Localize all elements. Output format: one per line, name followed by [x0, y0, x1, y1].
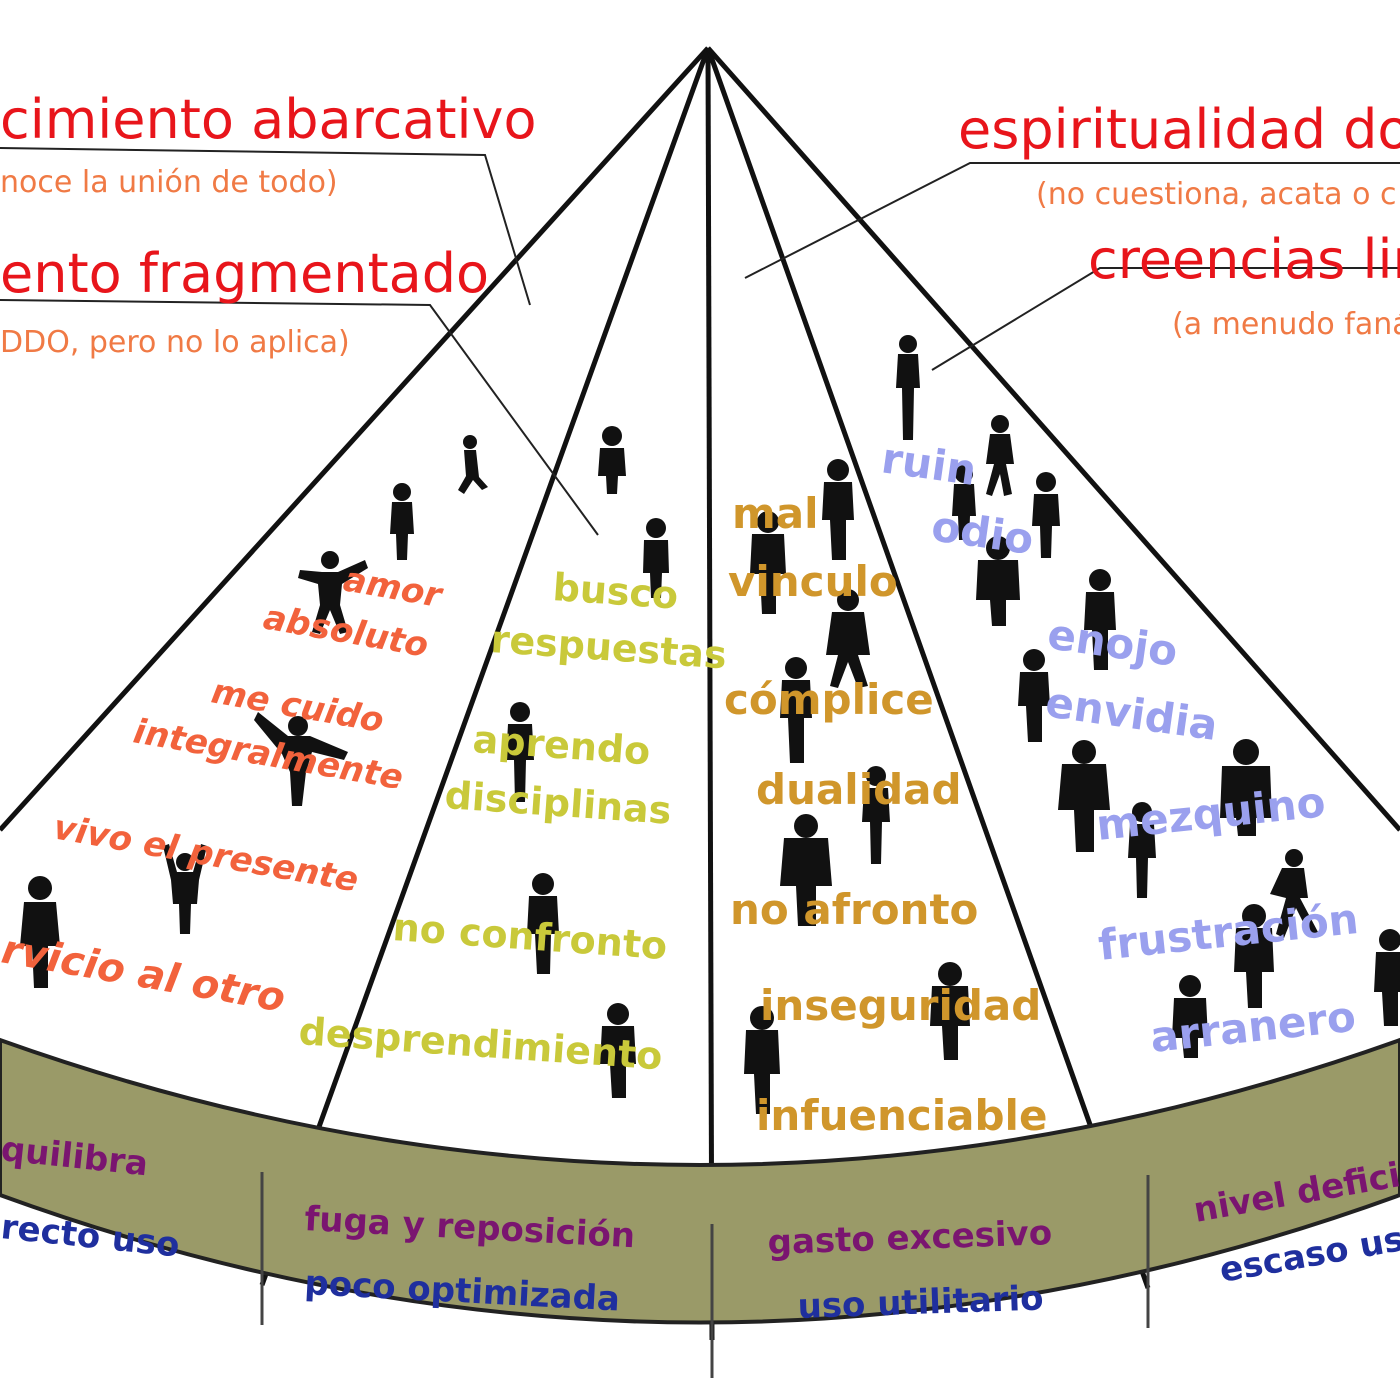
person-icon: [643, 518, 669, 598]
person-icon: [1234, 904, 1274, 1008]
sector-word: inseguridad: [760, 981, 1041, 1030]
base-band-shape: [0, 1037, 1400, 1325]
leader-line-2: [0, 299, 599, 536]
sector-word: no afronto: [730, 885, 978, 934]
cone-edge-right: [706, 46, 1400, 832]
person-icon: [1270, 849, 1318, 938]
header-labels-left: cimiento abarcativo noce la unión de tod…: [0, 88, 537, 360]
header-subtitle-4: (a menudo faná: [1172, 307, 1400, 342]
person-icon: [1220, 739, 1272, 836]
sector-word: frustración: [1096, 894, 1361, 970]
sector-word: amor: [340, 559, 446, 616]
cone-divider-2: [705, 47, 715, 1341]
person-icon: [1032, 472, 1060, 558]
sector-word: rvicio al otro: [0, 927, 289, 1022]
sector-3-words: mal vinculo cómplice dualidad no afronto…: [724, 489, 1047, 1140]
person-icon: [862, 766, 890, 864]
people-silhouettes: [20, 335, 1400, 1114]
sector-word: infuenciable: [756, 1091, 1047, 1140]
leader-line-1: [0, 147, 531, 306]
person-icon: [986, 415, 1014, 496]
person-icon: [930, 962, 970, 1060]
header-title-1: cimiento abarcativo: [0, 88, 537, 151]
sector-word: cómplice: [724, 675, 934, 724]
header-subtitle-3: (no cuestiona, acata o c: [1036, 177, 1396, 212]
person-icon: [976, 536, 1020, 626]
leader-lines: [0, 147, 1400, 536]
person-icon: [506, 702, 534, 802]
sector-word: odio: [929, 501, 1037, 564]
header-labels-right: espiritualidad dog (no cuestiona, acata …: [958, 98, 1400, 342]
header-title-4: creencias lin: [1088, 228, 1400, 291]
header-title-3: espiritualidad dog: [958, 98, 1400, 161]
person-icon: [952, 465, 976, 540]
person-icon: [896, 335, 920, 440]
band-label-top: gasto excesivo: [767, 1213, 1053, 1263]
person-icon: [163, 844, 207, 934]
person-icon: [780, 814, 832, 926]
sector-word: aprendo: [471, 717, 651, 773]
sector-word: respuestas: [489, 617, 728, 677]
cone-divider-3: [705, 47, 1151, 1289]
person-icon: [598, 426, 626, 494]
sector-word: disciplinas: [443, 773, 672, 833]
header-title-2: ento fragmentado: [0, 242, 489, 305]
person-icon: [390, 483, 414, 560]
sector-word: mezquino: [1094, 777, 1328, 850]
person-icon: [20, 876, 60, 988]
person-icon: [458, 435, 488, 494]
person-icon: [1018, 649, 1050, 742]
band-label-bottom: uso utilitario: [797, 1278, 1044, 1327]
cone-edge-left: [0, 46, 710, 832]
sector-word: vinculo: [728, 557, 898, 606]
person-icon: [780, 657, 812, 763]
person-icon: [750, 511, 786, 614]
header-subtitle-2: DDO, pero no lo aplica): [0, 325, 350, 360]
person-icon: [822, 459, 854, 560]
sector-word: no confronto: [391, 905, 668, 968]
person-icon: [1058, 740, 1110, 852]
person-icon: [1172, 975, 1208, 1058]
leader-line-4: [931, 267, 1400, 371]
sector-word: enojo: [1045, 609, 1181, 676]
sector-word: envidia: [1043, 677, 1221, 750]
person-icon: [744, 1006, 780, 1114]
person-icon: [298, 551, 368, 634]
person-icon: [527, 873, 559, 974]
person-icon: [600, 1003, 636, 1098]
person-icon: [1128, 802, 1156, 898]
person-icon: [1374, 929, 1400, 1026]
leader-line-3: [744, 162, 1400, 279]
cone-divider-1: [259, 47, 711, 1286]
sector-word: ruin: [879, 433, 980, 495]
person-icon: [826, 589, 870, 688]
person-icon: [254, 712, 348, 806]
sector-word: mal: [732, 489, 819, 538]
header-subtitle-1: noce la unión de todo): [0, 165, 338, 200]
sector-word: busco: [551, 565, 679, 618]
sector-word: vivo el presente: [50, 807, 361, 900]
person-icon: [1084, 569, 1116, 670]
cone-lines: [0, 46, 1400, 1341]
sector-word: dualidad: [756, 765, 962, 814]
base-band: [0, 1037, 1400, 1378]
